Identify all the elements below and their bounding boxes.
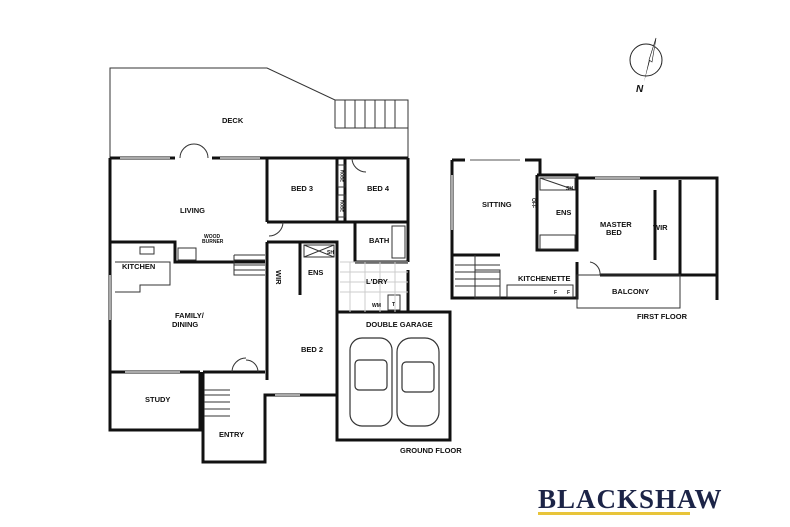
- label-wm: WM: [372, 303, 381, 309]
- first-fixtures: [455, 177, 601, 299]
- label-living: LIVING: [180, 206, 205, 215]
- label-ens: ENS: [308, 268, 323, 277]
- label-bed4: BED 4: [367, 184, 390, 193]
- label-sitting: SITTING: [482, 200, 512, 209]
- label-master: MASTER: [600, 220, 632, 229]
- label-balcony: BALCONY: [612, 287, 649, 296]
- label-off: OFF: [530, 198, 536, 208]
- label-bed3: BED 3: [291, 184, 313, 193]
- label-sh: SH: [327, 250, 334, 256]
- brand-logo: BLACKSHAW: [538, 484, 723, 515]
- deck-outline: [109, 67, 409, 158]
- label-garage: DOUBLE GARAGE: [366, 320, 433, 329]
- label-family: FAMILY/: [175, 311, 205, 320]
- ground-floor-walls: [108, 156, 452, 464]
- label-robe-2: ROBE: [339, 200, 344, 212]
- ground-floor-label: GROUND FLOOR: [400, 446, 462, 455]
- car-icon: [349, 337, 440, 427]
- label-burner: BURNER: [202, 239, 224, 245]
- label-f1: F: [554, 290, 557, 296]
- label-kitchen: KITCHEN: [122, 262, 155, 271]
- label-f2: F: [567, 290, 570, 296]
- label-robe-1: ROBE: [339, 170, 344, 182]
- label-ens-first: ENS: [556, 208, 571, 217]
- label-deck: DECK: [222, 116, 244, 125]
- room-labels: DECK LIVING BED 3 BED 4 ROBE ROBE WOOD B…: [122, 116, 688, 455]
- label-bed2: BED 2: [301, 345, 323, 354]
- label-dining: DINING: [172, 320, 198, 329]
- label-sh-first: SH: [566, 186, 573, 192]
- label-ldry: L'DRY: [366, 277, 388, 286]
- label-wood: WOOD: [204, 234, 220, 240]
- north-arrow-icon: N: [629, 37, 663, 95]
- ground-fixtures: [115, 143, 408, 417]
- label-study: STUDY: [145, 395, 170, 404]
- label-bath: BATH: [369, 236, 389, 245]
- first-floor-label: FIRST FLOOR: [637, 312, 688, 321]
- label-entry: ENTRY: [219, 430, 244, 439]
- brand-name: BLACKSHAW: [538, 484, 723, 514]
- label-wir-first: WIR: [653, 223, 668, 232]
- label-kitchenette: KITCHENETTE: [518, 274, 571, 283]
- label-wir: WIR: [274, 270, 283, 285]
- label-t: T: [392, 302, 395, 308]
- compass-label: N: [636, 84, 644, 95]
- label-master-bed: BED: [606, 228, 622, 237]
